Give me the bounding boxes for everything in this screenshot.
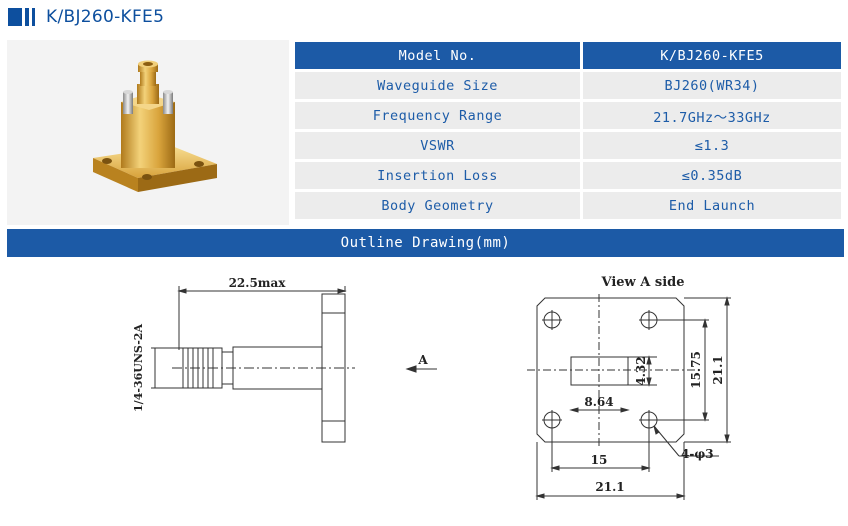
length-dimension: 22.5max bbox=[229, 276, 287, 290]
spec-value: ≤0.35dB bbox=[583, 162, 841, 189]
brand-bars-icon bbox=[8, 8, 35, 26]
spec-table: Model No. K/BJ260-KFE5 Waveguide Size BJ… bbox=[292, 39, 844, 222]
table-row: Waveguide Size BJ260(WR34) bbox=[295, 72, 841, 99]
spec-label: VSWR bbox=[295, 132, 580, 159]
product-photo bbox=[7, 40, 289, 225]
spec-header-row: Model No. K/BJ260-KFE5 bbox=[295, 42, 841, 69]
side-view: 22.5max 1/4-36UNS-2A A bbox=[132, 276, 437, 443]
dimension-flange-width: 21.1 bbox=[595, 480, 624, 494]
spec-value: BJ260(WR34) bbox=[583, 72, 841, 99]
adapter-illustration bbox=[93, 60, 217, 192]
spec-label: Frequency Range bbox=[295, 102, 580, 129]
view-arrow-label: A bbox=[417, 353, 428, 367]
hole-callout: 4-φ3 bbox=[681, 447, 714, 461]
dimension-width-inner: 8.64 bbox=[584, 395, 613, 409]
dimension-hole-spacing-vertical: 15.75 bbox=[689, 351, 703, 389]
table-row: VSWR ≤1.3 bbox=[295, 132, 841, 159]
page-header: K/BJ260-KFE5 bbox=[0, 0, 848, 38]
spec-label: Insertion Loss bbox=[295, 162, 580, 189]
table-row: Frequency Range 21.7GHz～33GHz bbox=[295, 102, 841, 129]
end-view: View A side 4.32 8.64 15.75 bbox=[527, 275, 731, 500]
spec-value: ≤1.3 bbox=[583, 132, 841, 159]
spec-label: Waveguide Size bbox=[295, 72, 580, 99]
table-row: Insertion Loss ≤0.35dB bbox=[295, 162, 841, 189]
outline-drawing: 22.5max 1/4-36UNS-2A A View A side bbox=[7, 258, 844, 522]
spec-value: 21.7GHz～33GHz bbox=[583, 102, 841, 129]
spec-header-value: K/BJ260-KFE5 bbox=[583, 42, 841, 69]
dimension-height-inner: 4.32 bbox=[634, 356, 648, 385]
outline-drawing-title: Outline Drawing(mm) bbox=[7, 229, 844, 257]
thread-spec: 1/4-36UNS-2A bbox=[132, 324, 145, 412]
table-row: Body Geometry End Launch bbox=[295, 192, 841, 219]
end-view-title: View A side bbox=[600, 275, 684, 290]
technical-drawing: 22.5max 1/4-36UNS-2A A View A side bbox=[132, 275, 731, 500]
page-title: K/BJ260-KFE5 bbox=[46, 7, 165, 27]
dimension-flange-height: 21.1 bbox=[711, 355, 725, 384]
dimension-hole-spacing-horizontal: 15 bbox=[591, 453, 608, 467]
spec-label: Body Geometry bbox=[295, 192, 580, 219]
spec-value: End Launch bbox=[583, 192, 841, 219]
spec-header-label: Model No. bbox=[295, 42, 580, 69]
